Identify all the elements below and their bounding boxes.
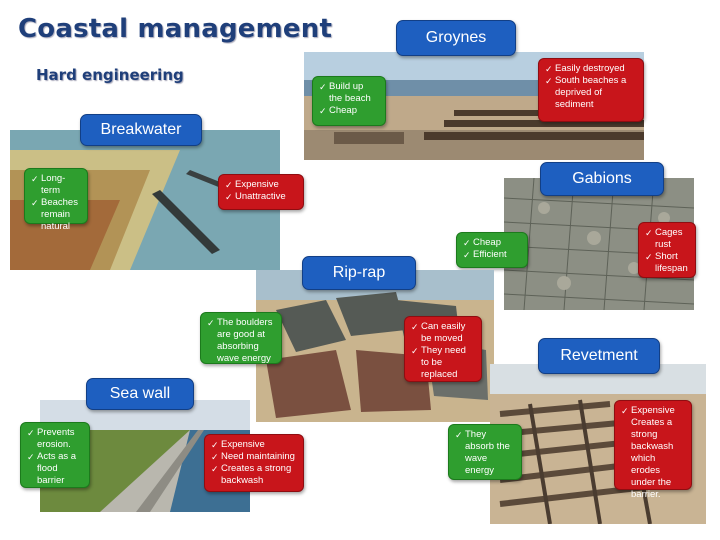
riprap-advantages-box: The boulders are good at absorbing wave …: [200, 312, 282, 364]
revetment-disadvantage-item: Expensive Creates a strong backwash whic…: [621, 405, 685, 501]
seawall-disadvantage-item: Expensive: [211, 439, 297, 451]
page-subtitle: Hard engineering: [36, 66, 184, 84]
gabions-disadvantage-item: Cages rust: [645, 227, 689, 251]
groynes-advantage-item: Cheap: [319, 105, 379, 117]
revetment-advantages-box: They absorb the wave energy: [448, 424, 522, 480]
page-title: Coastal management: [18, 14, 333, 44]
revetment-advantage-item: They absorb the wave energy: [455, 429, 515, 477]
breakwater-disadvantages-box: Expensive Unattractive: [218, 174, 304, 210]
breakwater-disadvantage-item: Expensive: [225, 179, 297, 191]
groynes-disadvantage-item: Easily destroyed: [545, 63, 637, 75]
seawall-label: Sea wall: [86, 378, 194, 410]
groynes-advantage-item: Build up the beach: [319, 81, 379, 105]
breakwater-advantage-item: Beaches remain natural: [31, 197, 81, 233]
seawall-disadvantage-item: Need maintaining: [211, 451, 297, 463]
seawall-advantage-item: Prevents erosion.: [27, 427, 83, 451]
riprap-disadvantage-item: They need to be replaced: [411, 345, 475, 381]
riprap-label: Rip-rap: [302, 256, 416, 290]
seawall-disadvantages-box: Expensive Need maintaining Creates a str…: [204, 434, 304, 492]
breakwater-advantages-box: Long-term Beaches remain natural: [24, 168, 88, 232]
breakwater-label: Breakwater: [80, 114, 202, 146]
groynes-advantages-box: Build up the beach Cheap: [312, 76, 386, 126]
riprap-disadvantage-item: Can easily be moved: [411, 321, 475, 345]
riprap-advantage-item: The boulders are good at absorbing wave …: [207, 317, 275, 365]
revetment-label: Revetment: [538, 338, 660, 374]
gabions-advantage-item: Cheap: [463, 237, 521, 249]
seawall-advantages-box: Prevents erosion. Acts as a flood barrie…: [20, 422, 90, 488]
riprap-disadvantages-box: Can easily be moved They need to be repl…: [404, 316, 482, 382]
groynes-disadvantages-box: Easily destroyed South beaches a deprive…: [538, 58, 644, 122]
breakwater-disadvantage-item: Unattractive: [225, 191, 297, 203]
gabions-advantages-box: Cheap Efficient: [456, 232, 528, 268]
gabions-disadvantage-item: Short lifespan: [645, 251, 689, 275]
gabions-disadvantages-box: Cages rust Short lifespan: [638, 222, 696, 278]
seawall-disadvantage-item: Creates a strong backwash: [211, 463, 297, 487]
gabions-advantage-item: Efficient: [463, 249, 521, 261]
breakwater-advantage-item: Long-term: [31, 173, 81, 197]
revetment-disadvantages-box: Expensive Creates a strong backwash whic…: [614, 400, 692, 500]
gabions-label: Gabions: [540, 162, 664, 196]
groynes-disadvantage-item: South beaches a deprived of sediment: [545, 75, 637, 111]
seawall-advantage-item: Acts as a flood barrier: [27, 451, 83, 487]
groynes-label: Groynes: [396, 20, 516, 56]
